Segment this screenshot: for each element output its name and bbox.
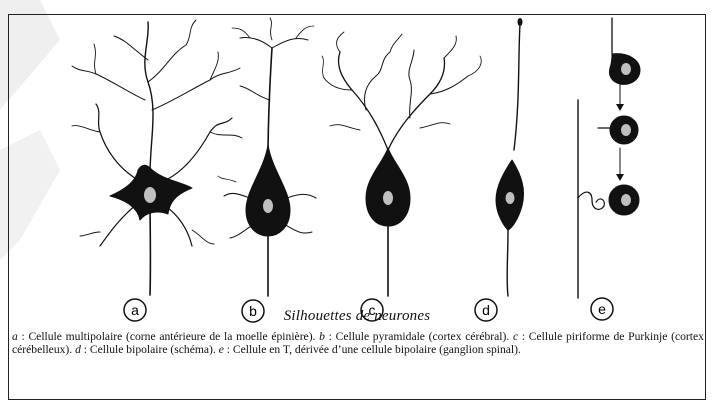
legend-sep-c: : [518,330,529,343]
neuron-c-nucleus [383,191,393,205]
legend-text-e: Cellule en T, dérivée d’une cellule bipo… [233,343,521,356]
neuron-c-soma [366,148,410,226]
neuron-e-nucleus-3 [621,194,631,206]
neuron-a [72,20,242,295]
legend-text-d: Cellule bipolaire (schéma). [90,343,219,356]
legend-sep-e: : [224,343,233,356]
legend-sep-a: : [18,330,29,343]
legend-sep-d: : [81,343,90,356]
legend-item-b: b : Cellule pyramidale (cortex cérébral)… [319,330,513,343]
neuron-e-nucleus-2 [621,124,631,136]
neuron-c [322,32,481,296]
neuron-a-nucleus [144,187,156,203]
legend-text-b: Cellule pyramidale (cortex cérébral). [336,330,513,343]
figure-caption: Silhouettes de neurones [0,308,714,325]
figure-legend: a : Cellule multipolaire (corne antérieu… [12,330,704,356]
legend-item-d: d : Cellule bipolaire (schéma). [75,343,219,356]
legend-text-a: Cellule multipolaire (corne antérieure d… [28,330,319,343]
neuron-d [507,18,522,296]
legend-item-a: a : Cellule multipolaire (corne antérieu… [12,330,319,343]
legend-item-e: e : Cellule en T, dérivée d’une cellule … [219,343,521,356]
neuron-e-nucleus-1 [621,63,631,75]
neuron-b-nucleus [263,199,273,213]
legend-sep-b: : [325,330,336,343]
neuron-d-nucleus [506,192,515,204]
neuron-b-soma [246,145,290,236]
